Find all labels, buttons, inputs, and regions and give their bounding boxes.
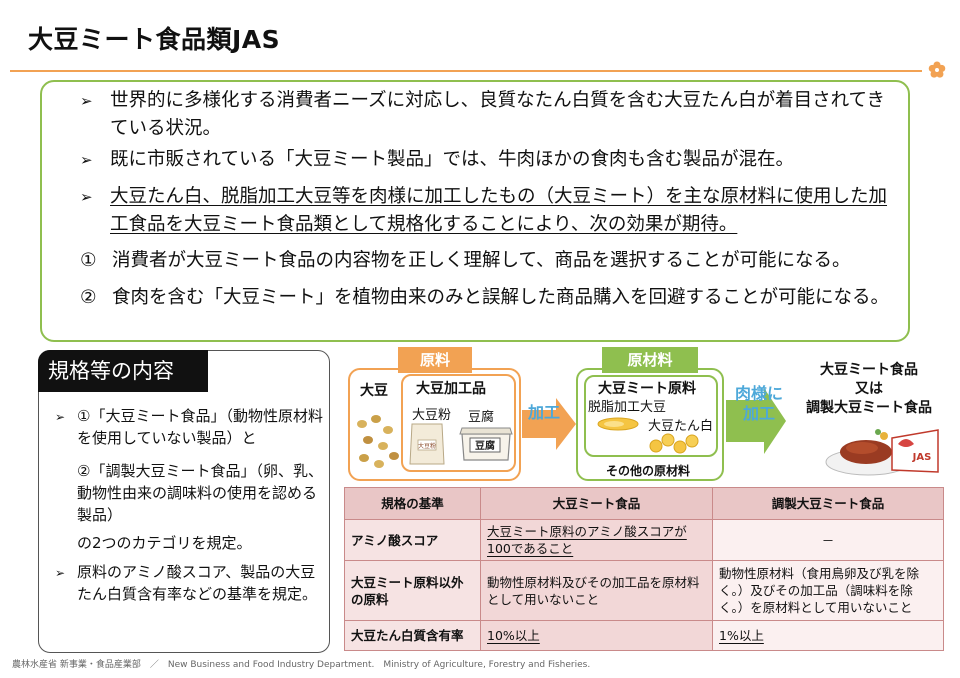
- process-arrow-label: 加工: [527, 403, 560, 422]
- table-row: アミノ酸スコア 大豆ミート原料のアミノ酸スコアが100であること －: [344, 519, 944, 561]
- spec-item: ②「調製大豆ミート食品」（卵、乳、動物性由来の調味料の使用を認める製品）: [77, 462, 323, 524]
- material-tag: 原材料: [602, 347, 698, 373]
- product-dish-image: JAS: [825, 429, 939, 476]
- meat-like-process-label: 肉様に 加工: [734, 384, 783, 423]
- bullet-arrow-icon: ➢: [80, 151, 93, 169]
- bullet-arrow-icon: ➢: [80, 92, 93, 110]
- effect-item: ② 食肉を含む「大豆ミート」を植物由来のみと誤解した商品購入を回避することが可能…: [80, 287, 890, 308]
- bullet-arrow-icon: ➢: [80, 188, 93, 206]
- table-cell: 動物性原材料（食用鳥卵及び乳を除く。）及びその加工品（調味料を除く。）を原材料と…: [712, 560, 944, 621]
- meat-like-process-arrow: [726, 388, 786, 454]
- processed-box: [401, 374, 516, 472]
- table-header: 大豆ミート食品: [480, 487, 713, 520]
- tofu-label: 豆腐: [468, 410, 495, 425]
- table-cell: 大豆たん白質含有率: [344, 620, 481, 651]
- soymeat-material-label: 大豆ミート原料: [598, 381, 696, 397]
- table-cell: アミノ酸スコア: [344, 519, 481, 561]
- title-divider: [10, 70, 922, 72]
- table-header: 調製大豆ミート食品: [712, 487, 944, 520]
- table-cell: 10%以上: [480, 620, 713, 651]
- page-title: 大豆ミート食品類JAS: [28, 25, 281, 54]
- table-header: 規格の基準: [344, 487, 481, 520]
- processed-label: 大豆加工品: [416, 381, 486, 397]
- spec-item: ➢ 原料のアミノ酸スコア、製品の大豆たん白質含有率などの基準を規定。: [55, 563, 318, 603]
- flour-bag-text: 大豆粉: [418, 442, 436, 450]
- soy-flour-label: 大豆粉: [412, 408, 452, 423]
- plum-blossom-icon: [928, 61, 946, 78]
- spec-item: の2つのカテゴリを規定。: [77, 534, 252, 552]
- table-cell: 1%以上: [712, 620, 944, 651]
- summary-bullet: ➢ 大豆たん白、脱脂加工大豆等を肉様に加工したもの（大豆ミート）を主な原材料に使…: [80, 183, 902, 239]
- jas-mark-text: JAS: [912, 452, 932, 463]
- summary-box: [40, 80, 910, 342]
- bullet-arrow-icon: ➢: [55, 566, 66, 580]
- footer-credit: 農林水産省 新事業・食品産業部 ／ New Business and Food …: [12, 660, 591, 670]
- table-row: 大豆たん白質含有率 10%以上 1%以上: [344, 620, 944, 651]
- table-cell: 大豆ミート原料のアミノ酸スコアが100であること: [480, 519, 713, 561]
- effect-item: ① 消費者が大豆ミート食品の内容物を正しく理解して、商品を選択することが可能にな…: [80, 250, 851, 271]
- tofu-pack-image: 豆腐: [459, 427, 513, 461]
- raw-material-tag: 原料: [398, 347, 472, 373]
- soybean-label: 大豆: [360, 383, 388, 399]
- standards-table: 規格の基準 大豆ミート食品 調製大豆ミート食品 アミノ酸スコア 大豆ミート原料の…: [344, 487, 944, 651]
- table-row: 大豆ミート原料以外の原料 動物性原材料及びその加工品を原材料として用いないこと …: [344, 560, 944, 621]
- soy-flour-bag-image: 大豆粉: [409, 423, 445, 465]
- summary-bullet: ➢ 既に市販されている「大豆ミート製品」では、牛肉ほかの食肉も含む製品が混在。: [80, 146, 902, 174]
- spec-panel-heading: 規格等の内容: [38, 350, 208, 392]
- soy-protein-label: 大豆たん白: [648, 419, 714, 434]
- defatted-soy-label: 脱脂加工大豆: [588, 400, 667, 415]
- tofu-pack-text: 豆腐: [475, 439, 495, 452]
- summary-bullet: ➢ 世界的に多様化する消費者ニーズに対応し、良質なたん白質を含む大豆たん白が着目…: [80, 87, 902, 143]
- soymeat-pieces-image: [597, 417, 699, 454]
- soymeat-material-box: [584, 375, 718, 457]
- other-materials-label: その他の原材料: [606, 464, 691, 478]
- process-arrow: [522, 398, 576, 450]
- result-product-title: 大豆ミート食品 又は 調製大豆ミート食品: [806, 362, 932, 416]
- table-header-row: 規格の基準 大豆ミート食品 調製大豆ミート食品: [344, 487, 944, 520]
- bullet-arrow-icon: ➢: [55, 410, 66, 424]
- table-cell: 動物性原材料及びその加工品を原材料として用いないこと: [480, 560, 713, 621]
- table-cell: －: [712, 519, 944, 561]
- soybeans-image: [357, 415, 399, 468]
- spec-item: ➢ ①「大豆ミート食品」（動物性原材料を使用していない製品）と: [55, 407, 323, 447]
- table-cell: 大豆ミート原料以外の原料: [344, 560, 481, 621]
